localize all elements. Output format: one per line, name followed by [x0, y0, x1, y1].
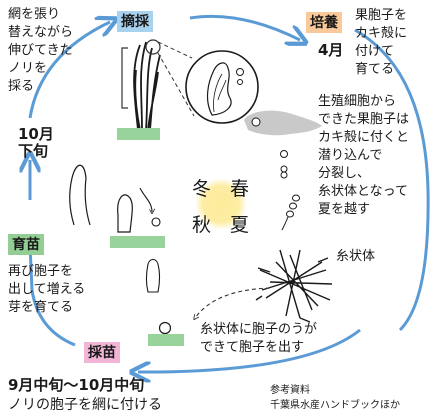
dividing-spore-icon — [280, 165, 288, 179]
season-winter: 冬 — [192, 178, 212, 200]
seeding-spore-icon — [148, 321, 184, 346]
fruit-spore-note: 生殖細胞から できた果胞子は カキ殻に付くと 潜り込んで 分裂し、 糸状体となっ… — [318, 94, 410, 217]
dashed-arrow — [195, 287, 271, 318]
stage-tag-seeding: 採苗 — [84, 342, 120, 363]
season-autumn: 秋 — [192, 214, 212, 236]
cycle-arrow-left-upper — [28, 22, 110, 119]
filament-label: 糸状体 — [336, 249, 376, 264]
oyster-shell-icon — [244, 110, 322, 136]
cycle-arrow-right — [354, 28, 430, 332]
source-heading: 参考資料 — [270, 385, 310, 396]
magnifier-icon — [185, 50, 259, 124]
culture-description: 果胞子を カキ殻に 付けて 育てる — [355, 8, 408, 77]
nursery-buds-icon — [69, 164, 165, 293]
source-name: 千葉県水産ハンドブックほか — [270, 400, 400, 411]
harvest-description: 網を張り 替えながら 伸びてきた ノリを 採る — [8, 7, 74, 94]
chain-spore-icon — [281, 194, 300, 231]
month-april: 4月 — [318, 41, 344, 59]
seeding-action: ノリの胞子を網に付ける — [8, 397, 162, 413]
spore-dot-icon — [251, 117, 261, 127]
spore-release-note: 糸状体に胞子のうが できて胞子を出す — [200, 322, 318, 355]
filament-icon — [255, 249, 333, 323]
month-late-october: 10月 下旬 — [18, 125, 54, 160]
season-spring: 春 — [230, 178, 250, 200]
seaweed-harvest-icon — [117, 39, 195, 140]
season-summer: 夏 — [230, 214, 250, 236]
cycle-arrow-left-lower — [28, 244, 76, 347]
stage-tag-nursery: 育苗 — [8, 234, 44, 255]
spore-icon — [280, 150, 288, 158]
cycle-arrow-bottom — [138, 328, 361, 372]
stage-tag-harvest: 摘採 — [117, 11, 153, 32]
stage-tag-culture: 培養 — [306, 12, 342, 33]
cycle-arrow-top — [189, 14, 300, 40]
sun-icon — [195, 178, 247, 230]
nursery-description: 再び胞子を 出して増える 芽を育てる — [8, 264, 86, 315]
seeding-period: 9月中旬〜10月中旬 — [8, 376, 145, 394]
